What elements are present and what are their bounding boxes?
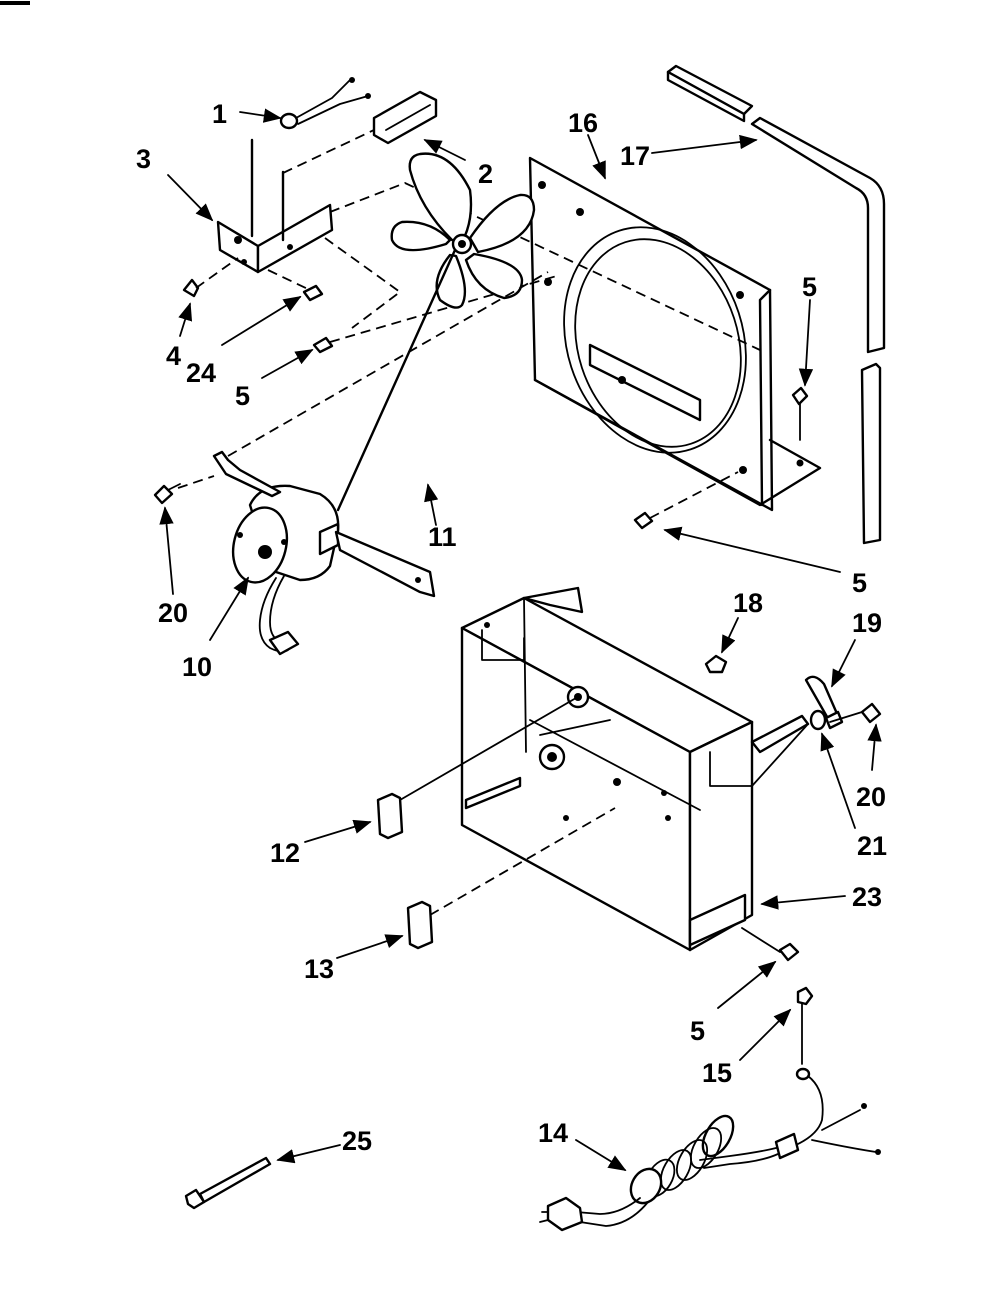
callout-1: 1 xyxy=(212,99,227,129)
callout-5-b: 5 xyxy=(802,272,817,302)
callout-10: 10 xyxy=(182,652,212,682)
switch-bracket xyxy=(216,138,761,351)
callout-15: 15 xyxy=(702,1058,732,1088)
capacitors xyxy=(376,697,616,950)
callout-2: 2 xyxy=(478,159,493,189)
callout-3: 3 xyxy=(136,144,151,174)
switch-and-cap xyxy=(279,77,438,174)
callout-18: 18 xyxy=(733,588,763,618)
gasket-strips xyxy=(666,64,886,545)
fan-motor xyxy=(177,271,549,656)
leader-arrows xyxy=(159,108,882,1171)
callout-13: 13 xyxy=(304,954,334,984)
callout-14: 14 xyxy=(538,1118,568,1148)
callout-17: 17 xyxy=(620,141,650,171)
callout-25: 25 xyxy=(342,1126,372,1156)
callout-20-a: 20 xyxy=(158,598,188,628)
callout-5-d: 5 xyxy=(690,1016,705,1046)
callout-21: 21 xyxy=(857,831,887,861)
screw-box xyxy=(741,927,800,962)
callout-12: 12 xyxy=(270,838,300,868)
power-cord xyxy=(539,986,881,1232)
fan-shroud xyxy=(528,156,822,512)
control-box xyxy=(460,586,810,952)
callout-labels: 1 2 3 4 24 5 16 17 5 5 20 10 11 18 19 20… xyxy=(136,99,887,1156)
callout-16: 16 xyxy=(568,108,598,138)
callout-24: 24 xyxy=(186,358,216,388)
callout-5-c: 5 xyxy=(852,568,867,598)
callout-4: 4 xyxy=(166,341,181,371)
callout-23: 23 xyxy=(852,882,882,912)
callout-5-a: 5 xyxy=(235,381,250,411)
callout-11: 11 xyxy=(428,522,457,552)
screw-20-left xyxy=(153,483,181,505)
nut-18 xyxy=(704,654,728,674)
screws-shroud xyxy=(633,386,809,530)
callout-19: 19 xyxy=(852,608,882,638)
fan-blade xyxy=(336,152,536,512)
parts-19-20-21 xyxy=(804,675,882,731)
callout-20-b: 20 xyxy=(856,782,886,812)
screw-25 xyxy=(184,1156,272,1210)
